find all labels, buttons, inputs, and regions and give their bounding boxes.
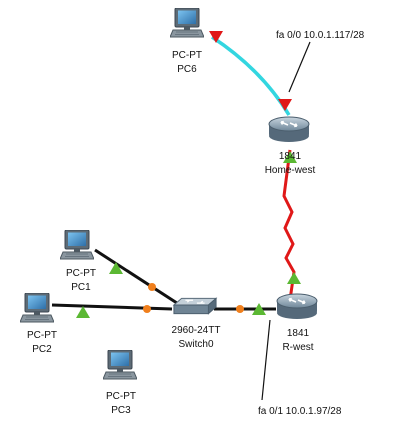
link-home-west-r-west[interactable] [282, 149, 296, 301]
device-model-label: 1841 [287, 328, 310, 339]
device-pc6[interactable]: PC-PT PC6 [170, 8, 204, 75]
device-name-label: PC1 [71, 282, 91, 293]
link-down-indicator [278, 99, 292, 111]
callout-r-west-line [261, 319, 271, 401]
device-model-label: PC-PT [106, 391, 136, 402]
device-name-label: PC6 [177, 64, 197, 75]
link-pc6-home-west[interactable] [211, 35, 291, 116]
callout-lines [261, 41, 311, 401]
link-up-indicator [76, 306, 90, 318]
devices-layer: PC-PT PC6 1841 Home-west PC-PT PC1 PC-PT… [20, 8, 318, 416]
link-up-indicator [283, 151, 297, 163]
device-model-label: PC-PT [172, 50, 202, 61]
device-name-label: PC2 [32, 344, 52, 355]
interface-annotation-r-west: fa 0/1 10.0.1.97/28 [258, 406, 342, 417]
link-up-indicator [287, 272, 301, 284]
device-home-west[interactable]: 1841 Home-west [265, 116, 316, 176]
link-starting-indicator [236, 305, 244, 313]
device-pc2[interactable]: PC-PT PC2 [20, 293, 57, 355]
pc-icon [103, 350, 137, 380]
router-icon [276, 293, 318, 320]
callout-home-west-line [288, 41, 311, 93]
switch-icon [173, 297, 217, 315]
link-starting-indicator [143, 305, 151, 313]
link-up-indicator [109, 262, 123, 274]
interface-annotation-home-west: fa 0/0 10.0.1.117/28 [276, 30, 365, 41]
device-name-label: Home-west [265, 165, 316, 176]
link-down-indicator [209, 31, 223, 43]
device-model-label: PC-PT [27, 330, 57, 341]
link-pc1-switch0[interactable] [94, 248, 181, 307]
pc-icon [170, 8, 204, 38]
annotations-layer: fa 0/0 10.0.1.117/28 fa 0/1 10.0.1.97/28 [258, 30, 365, 417]
router-icon [268, 116, 310, 143]
pc-icon [60, 230, 94, 260]
link-state-indicators [76, 31, 301, 318]
device-model-label: PC-PT [66, 268, 96, 279]
device-pc3[interactable]: PC-PT PC3 [103, 350, 137, 416]
device-pc1[interactable]: PC-PT PC1 [60, 230, 96, 293]
device-model-label: 2960-24TT [172, 325, 221, 336]
device-model-label: 1841 [279, 151, 302, 162]
link-pc2-switch0[interactable] [51, 303, 173, 311]
device-name-label: PC3 [111, 405, 131, 416]
link-starting-indicator [148, 283, 156, 291]
device-name-label: R-west [282, 342, 313, 353]
device-switch0[interactable]: 2960-24TT Switch0 [172, 297, 221, 350]
link-up-indicator [252, 303, 266, 315]
pc-icon [20, 293, 54, 323]
device-name-label: Switch0 [178, 339, 213, 350]
device-r-west[interactable]: 1841 R-west [276, 293, 318, 353]
